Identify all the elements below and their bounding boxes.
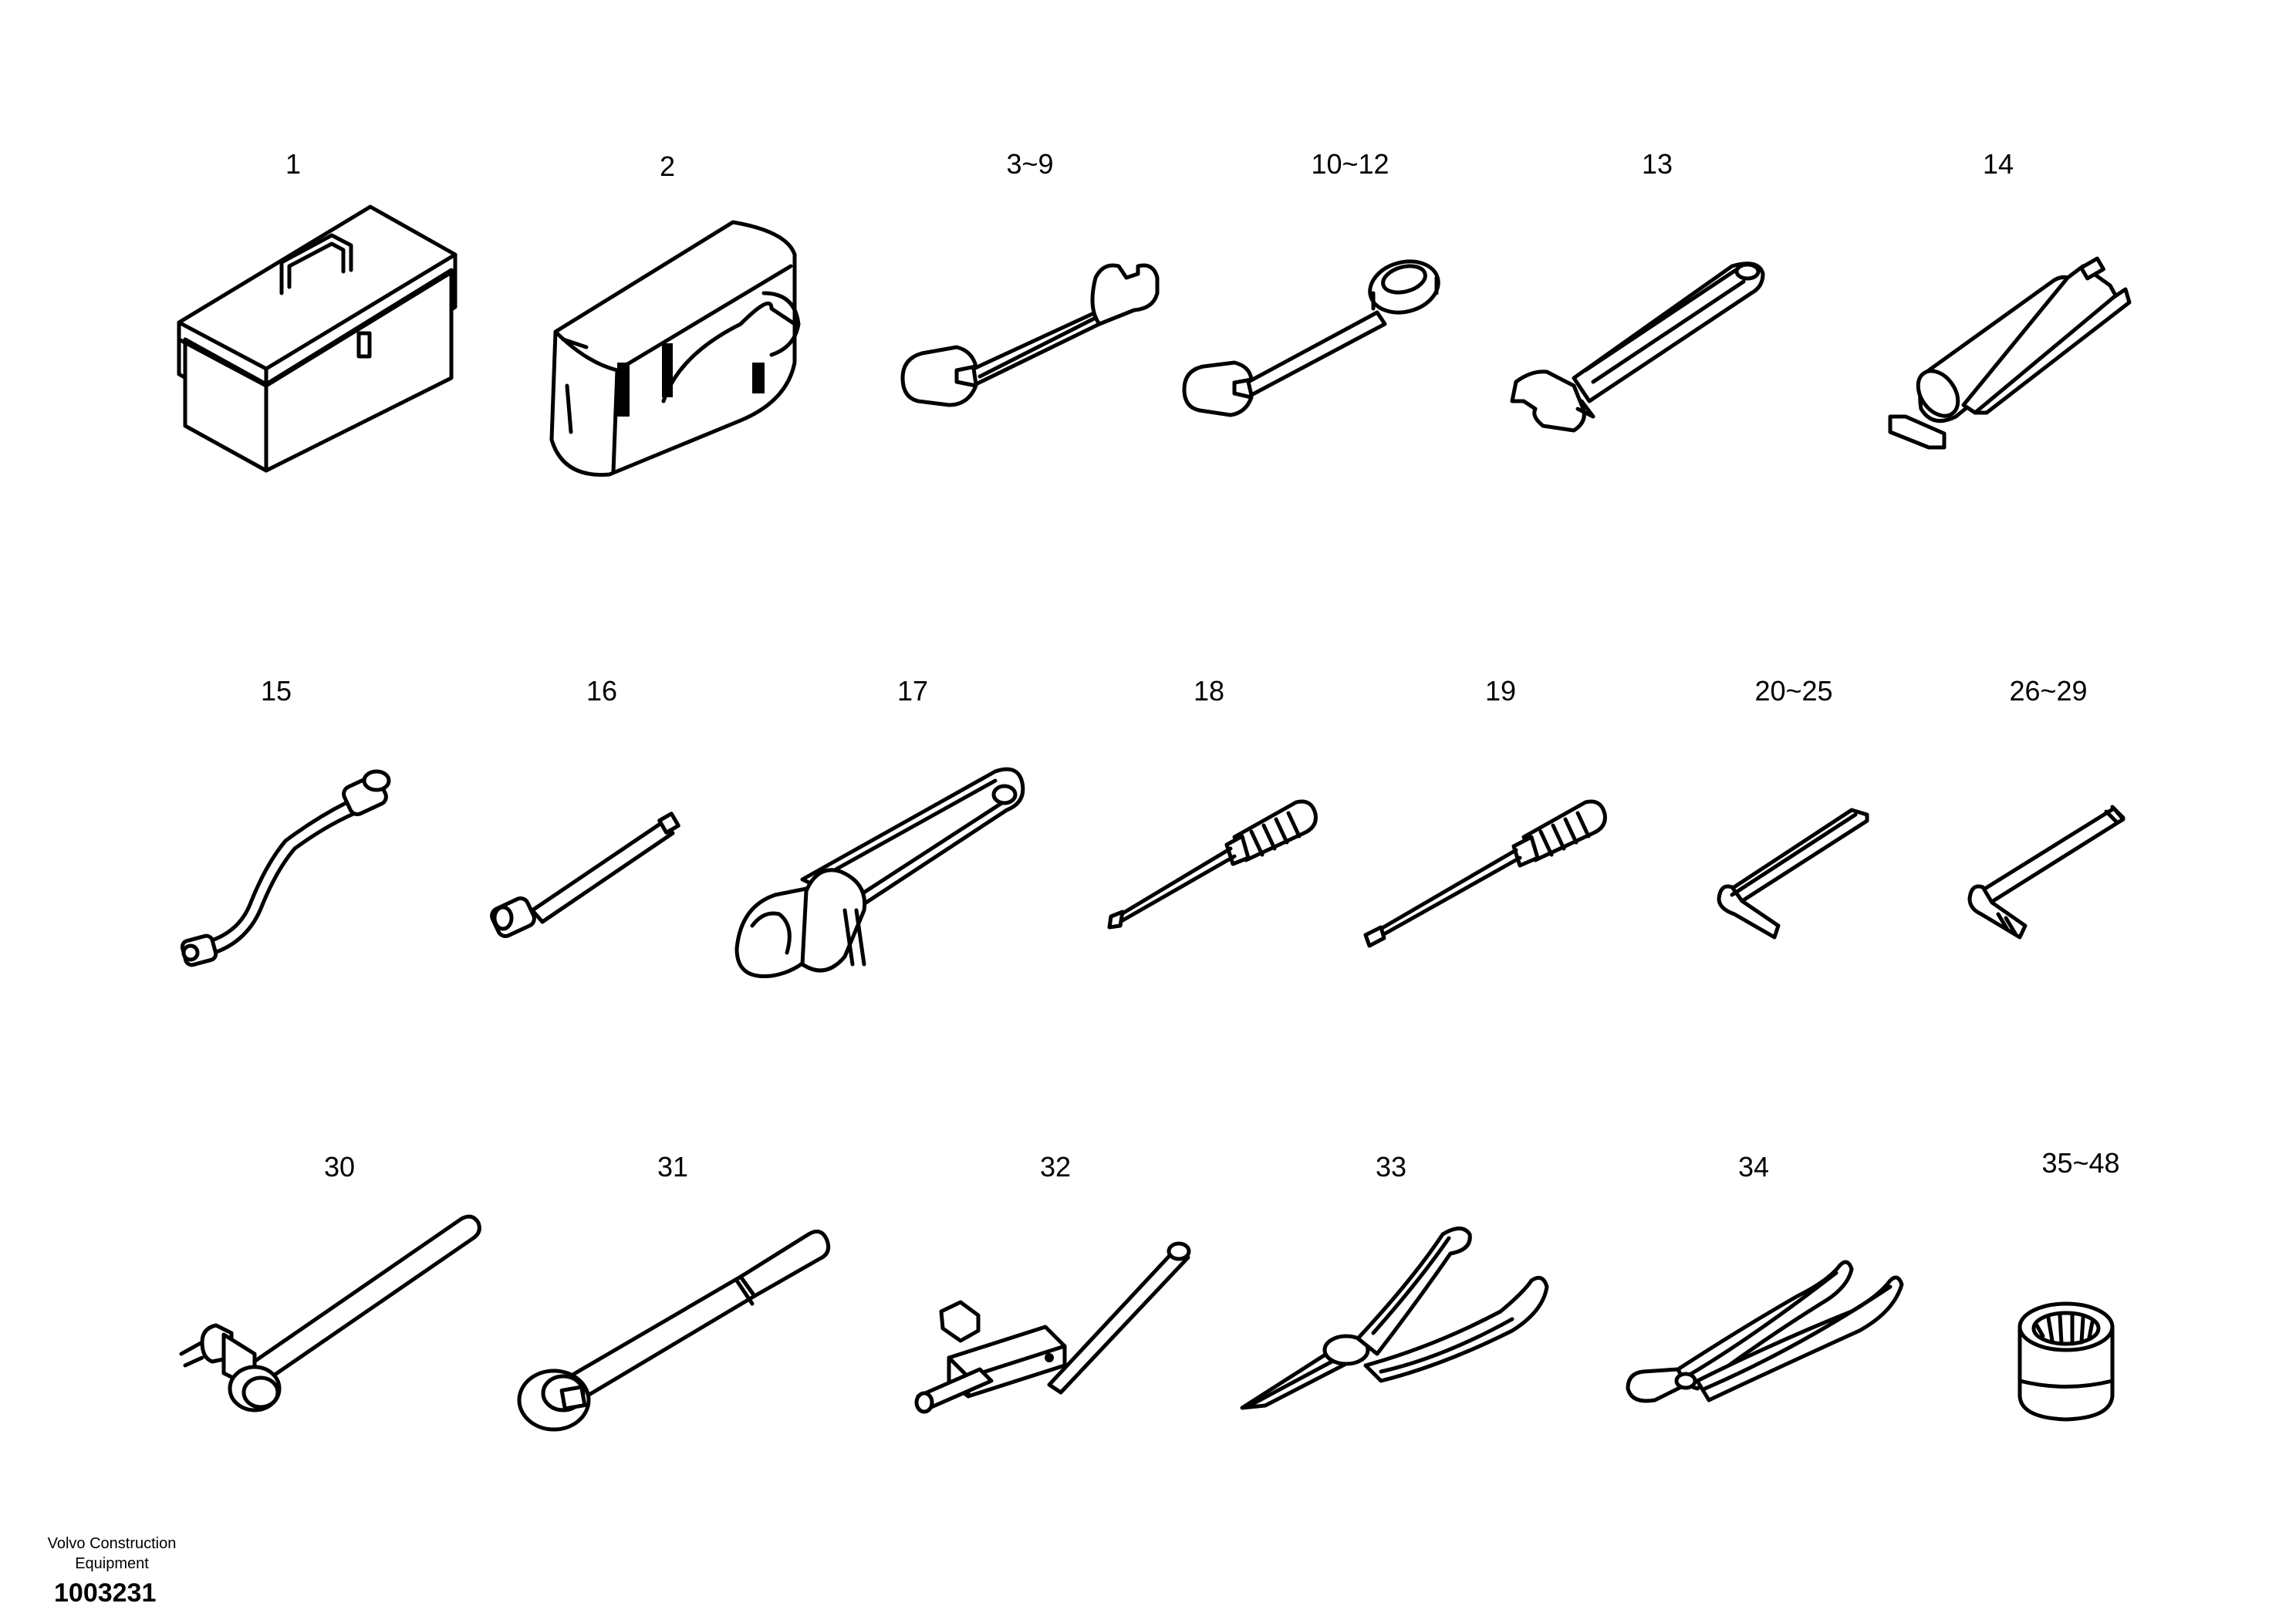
item-label-2: 2 <box>660 150 675 182</box>
item-label-30: 30 <box>324 1151 355 1183</box>
open-end-wrench-icon <box>900 263 1160 407</box>
item-label-17: 17 <box>897 675 928 707</box>
ratchet-handle-icon <box>517 1229 831 1432</box>
item-label-34: 34 <box>1738 1151 1769 1183</box>
item-label-14: 14 <box>1983 148 2014 180</box>
item-label-31: 31 <box>657 1151 688 1183</box>
item-label-20-25: 20~25 <box>1754 675 1832 707</box>
extension-bar-icon <box>490 812 680 938</box>
pipe-wrench-icon <box>734 767 1025 979</box>
company-name: Volvo Construction Equipment <box>31 1534 193 1574</box>
item-label-3-9: 3~9 <box>1006 148 1053 180</box>
offset-socket-wrench-icon <box>180 769 391 967</box>
hammer-icon <box>179 1214 481 1412</box>
item-label-26-29: 26~29 <box>2009 675 2087 707</box>
item-label-16: 16 <box>586 675 617 707</box>
item-label-35-48: 35~48 <box>2041 1147 2119 1179</box>
toolbox-icon <box>177 204 458 473</box>
drawing-number: 1003231 <box>54 1578 157 1608</box>
company-line-1: Volvo Construction <box>47 1535 177 1552</box>
flat-screwdriver-icon <box>1363 799 1607 948</box>
long-nose-pliers-icon <box>1240 1227 1549 1410</box>
company-line-2: Equipment <box>75 1555 149 1572</box>
item-label-15: 15 <box>261 675 292 707</box>
item-label-33: 33 <box>1376 1151 1406 1183</box>
item-label-1: 1 <box>285 148 301 180</box>
slip-joint-pliers-icon <box>1626 1260 1904 1403</box>
hex-key-icon <box>1717 808 1869 940</box>
phillips-screwdriver-icon <box>1107 799 1318 930</box>
item-label-13: 13 <box>1642 148 1673 180</box>
item-label-19: 19 <box>1485 675 1516 707</box>
socket-icon <box>2017 1301 2115 1422</box>
item-label-18: 18 <box>1194 675 1224 707</box>
tool-bag-icon <box>549 220 801 477</box>
torx-key-icon <box>1967 805 2125 940</box>
adjustable-wrench-icon <box>1510 262 1765 433</box>
item-label-10-12: 10~12 <box>1311 148 1389 180</box>
grease-gun-icon <box>1888 256 2132 450</box>
t-handle-icon <box>914 1241 1191 1414</box>
item-label-32: 32 <box>1040 1151 1071 1183</box>
combination-wrench-icon <box>1182 259 1440 417</box>
